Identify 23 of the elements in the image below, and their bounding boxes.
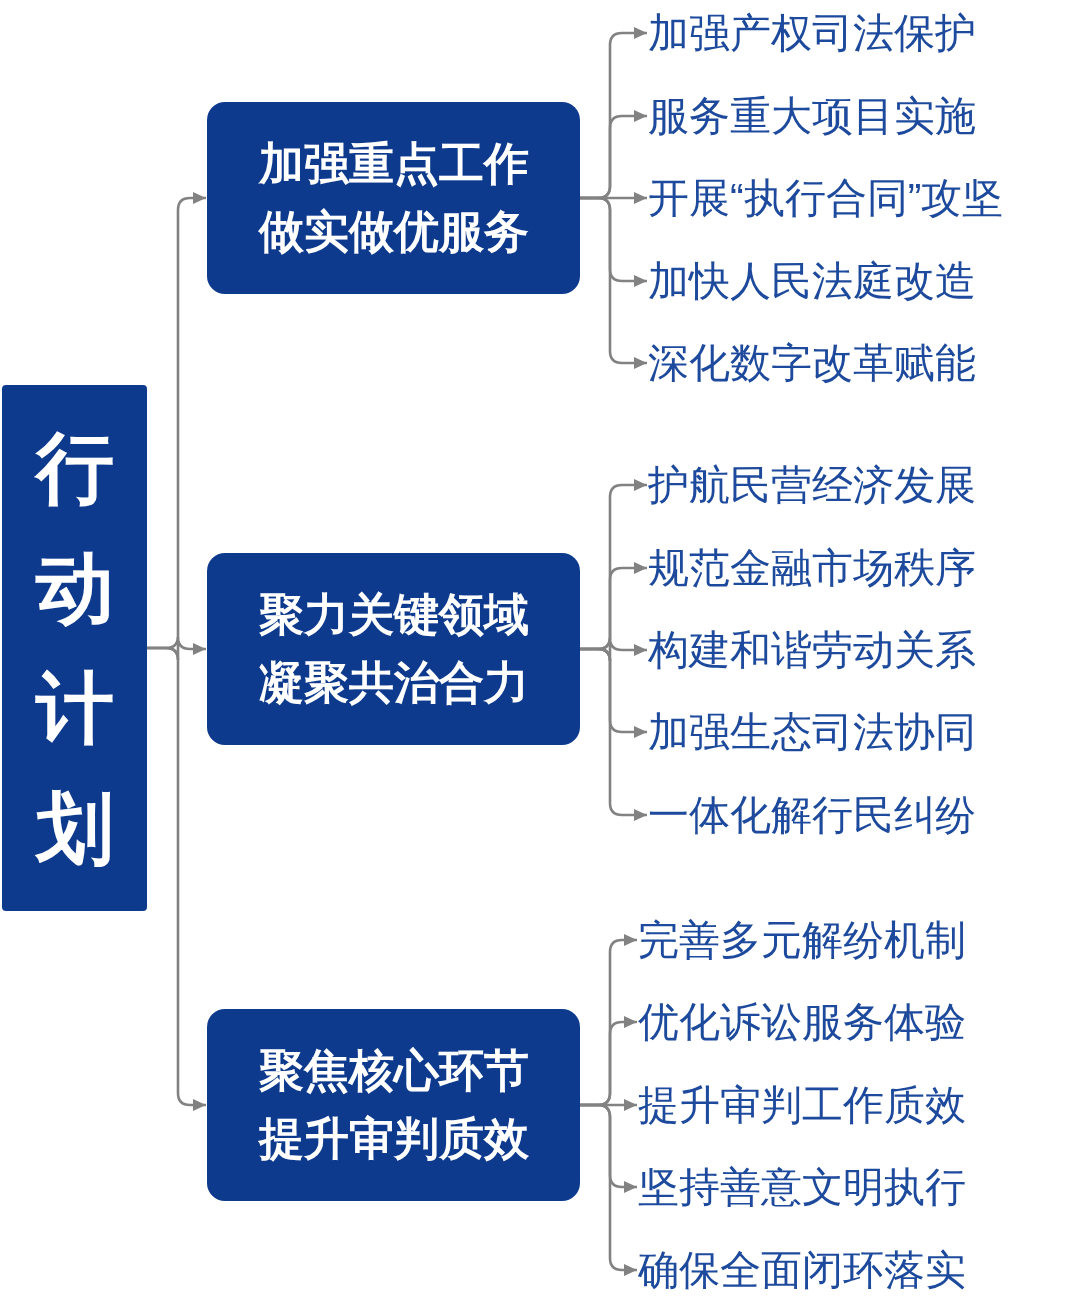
item-label: 坚持善意文明执行 [638,1162,966,1212]
connector-arrow [580,1103,637,1276]
item-label: 深化数字改革赋能 [648,338,976,388]
item-label: 护航民营经济发展 [648,460,976,510]
item-label: 服务重大项目实施 [648,91,976,141]
item-label: 开展“执行合同”攻坚 [648,173,1004,223]
connector-arrow [147,646,206,1111]
item-label: 加强生态司法协同 [648,707,976,757]
item-label: 加强产权司法保护 [648,8,976,58]
item-label: 确保全面闭环落实 [638,1245,966,1295]
root-box: 行动计划 [2,385,147,911]
category-box: 加强重点工作做实做优服务 [207,102,580,294]
item-label: 一体化解行民纠纷 [648,790,976,840]
category-box: 聚焦核心环节提升审判质效 [207,1009,580,1201]
item-label: 构建和谐劳动关系 [648,625,976,675]
item-label: 加快人民法庭改造 [648,256,976,306]
connector-arrow [580,647,647,821]
item-label: 完善多元解纷机制 [638,915,966,965]
item-label: 提升审判工作质效 [638,1080,966,1130]
connector-arrow [580,196,647,369]
category-box: 聚力关键领域凝聚共治合力 [207,553,580,745]
item-label: 优化诉讼服务体验 [638,997,966,1047]
item-label: 规范金融市场秩序 [648,543,976,593]
